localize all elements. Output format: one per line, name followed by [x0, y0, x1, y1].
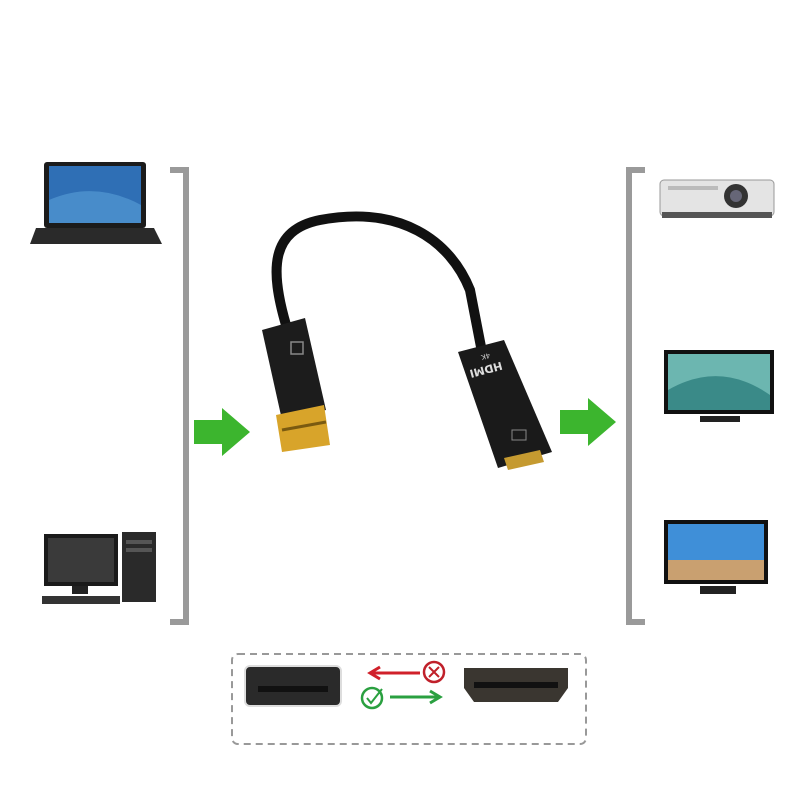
- hdmi-port-icon: [511, 429, 527, 441]
- displayport-logo-icon: [290, 341, 304, 355]
- displayport-plug: [262, 318, 330, 452]
- hdmi-adapter: HDMI 4K: [458, 340, 552, 470]
- left-bracket: [170, 167, 189, 625]
- x-circle-icon: [422, 660, 446, 684]
- laptop-icon: [30, 162, 162, 244]
- direction-panel: [231, 653, 587, 745]
- forward-arrow-icon: [390, 689, 443, 705]
- desktop-computer-icon: [42, 532, 156, 604]
- displayport-connector-icon: [244, 665, 342, 707]
- right-bracket: [626, 167, 645, 625]
- monitor-icon: [664, 350, 774, 422]
- projector-icon: [659, 179, 775, 218]
- input-arrow-icon: [194, 408, 250, 456]
- adapter-cable: [271, 211, 487, 357]
- adapter-sublabel: 4K: [480, 351, 491, 361]
- hdmi-connector-icon: [464, 668, 568, 702]
- tv-icon: [664, 520, 768, 594]
- check-circle-icon: [360, 686, 384, 710]
- output-arrow-icon: [560, 398, 616, 446]
- reverse-arrow-icon: [367, 665, 420, 681]
